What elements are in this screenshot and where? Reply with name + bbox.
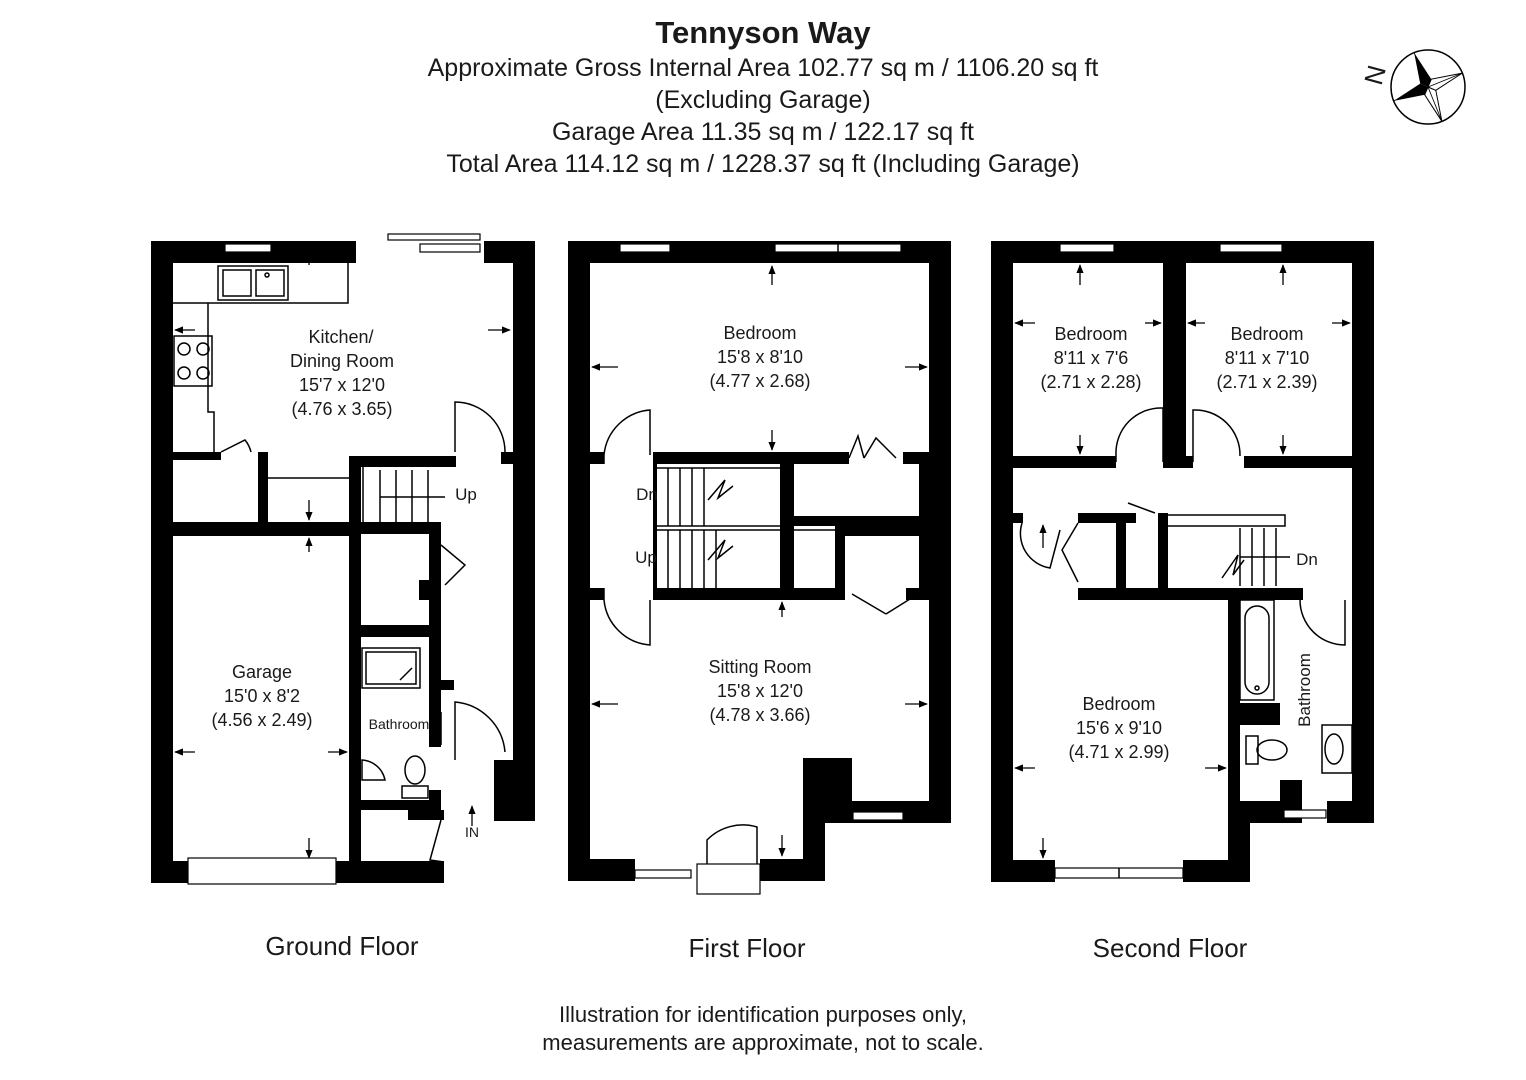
excluding-garage-note: (Excluding Garage) <box>655 86 871 114</box>
garage-imperial-size: 15'0 x 8'2 <box>224 686 300 706</box>
kitchen-name-line1: Kitchen/ <box>308 327 373 347</box>
total-area: Total Area 114.12 sq m / 1228.37 sq ft (… <box>446 150 1080 178</box>
second-stairs-down-label: Dn <box>1296 550 1318 569</box>
entrance-label: IN <box>465 824 479 840</box>
kitchen-metric-size: (4.76 x 3.65) <box>291 399 392 419</box>
gross-internal-area: Approximate Gross Internal Area 102.77 s… <box>427 54 1099 82</box>
ground-floor-label: Ground Floor <box>265 931 419 961</box>
first-bedroom-metric-size: (4.77 x 2.68) <box>709 371 810 391</box>
ground-floor-plan: Kitchen/ Dining Room 15'7 x 12'0 (4.76 x… <box>151 233 535 961</box>
second-bathroom-name: Bathroom <box>1295 653 1314 727</box>
garage-area: Garage Area 11.35 sq m / 122.17 sq ft <box>551 118 975 146</box>
second-bedroom-b-name: Bedroom <box>1230 324 1303 344</box>
first-bedroom-name: Bedroom <box>723 323 796 343</box>
first-floor-label: First Floor <box>689 933 806 963</box>
second-bedroom-a-name: Bedroom <box>1054 324 1127 344</box>
sitting-room-metric-size: (4.78 x 3.66) <box>709 705 810 725</box>
second-bedroom-a-metric-size: (2.71 x 2.28) <box>1040 372 1141 392</box>
kitchen-imperial-size: 15'7 x 12'0 <box>299 375 385 395</box>
first-floor-plan: Bedroom 15'8 x 8'10 (4.77 x 2.68) Dn Up … <box>568 241 951 963</box>
compass-north-label: N <box>1358 62 1392 88</box>
compass-rose-icon: N <box>1358 49 1466 125</box>
first-bedroom-imperial-size: 15'8 x 8'10 <box>717 347 803 367</box>
second-floor-label: Second Floor <box>1093 933 1248 963</box>
disclaimer-line2: measurements are approximate, not to sca… <box>542 1030 984 1055</box>
ground-stairs-up-label: Up <box>455 485 477 504</box>
disclaimer-line1: Illustration for identification purposes… <box>558 1002 968 1027</box>
garage-metric-size: (4.56 x 2.49) <box>211 710 312 730</box>
second-bedroom-c-metric-size: (4.71 x 2.99) <box>1068 742 1169 762</box>
second-bedroom-c-imperial-size: 15'6 x 9'10 <box>1076 718 1162 738</box>
second-bedroom-c-name: Bedroom <box>1082 694 1155 714</box>
ground-bathroom-name: Bathroom <box>369 716 430 732</box>
sitting-room-name: Sitting Room <box>708 657 811 677</box>
second-floor-plan: Bedroom 8'11 x 7'6 (2.71 x 2.28) Bedroom… <box>991 241 1374 963</box>
second-bedroom-b-imperial-size: 8'11 x 7'10 <box>1225 348 1310 368</box>
kitchen-name-line2: Dining Room <box>290 351 394 371</box>
first-stairs-up-label: Up <box>635 548 657 567</box>
first-stairs-down-label: Dn <box>636 485 658 504</box>
disclaimer: Illustration for identification purposes… <box>0 1001 1526 1057</box>
sitting-room-imperial-size: 15'8 x 12'0 <box>717 681 803 701</box>
header: Tennyson Way Approximate Gross Internal … <box>0 14 1526 180</box>
page-title: Tennyson Way <box>655 15 871 50</box>
garage-name: Garage <box>232 662 292 682</box>
second-bedroom-a-imperial-size: 8'11 x 7'6 <box>1054 348 1129 368</box>
second-bedroom-b-metric-size: (2.71 x 2.39) <box>1216 372 1317 392</box>
